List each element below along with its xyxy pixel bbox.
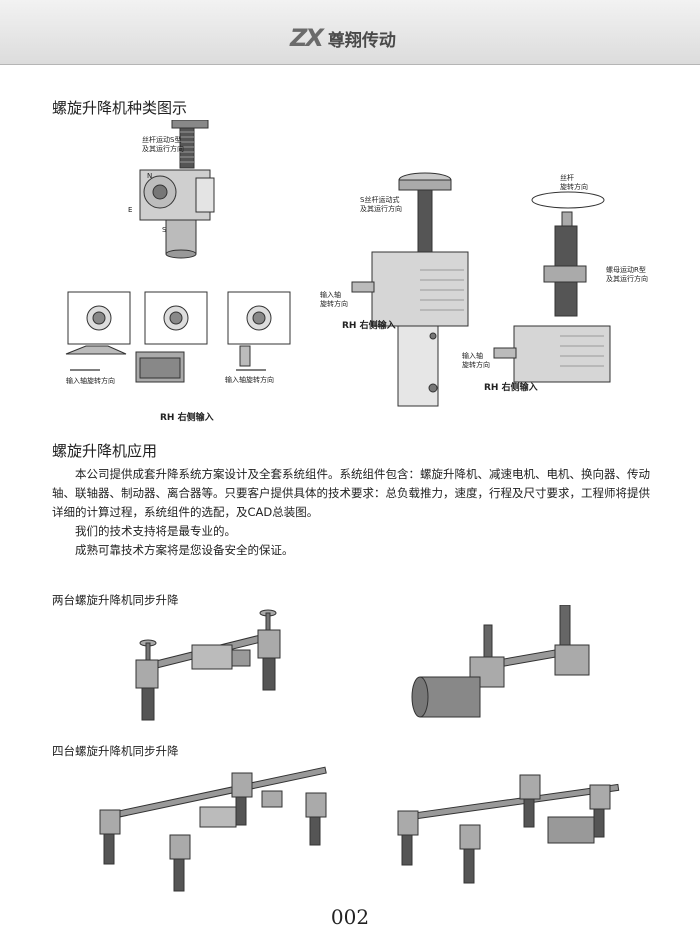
mounting-plate-views	[65, 291, 291, 383]
page-header: ZX 尊翔传动	[0, 0, 700, 65]
logo-mark: ZX	[290, 24, 324, 52]
svg-text:S: S	[162, 226, 167, 234]
page-number: 002	[330, 905, 370, 929]
middle-input-1: 输入轴	[320, 290, 341, 299]
svg-text:N: N	[147, 172, 152, 180]
jack-figure-middle	[351, 172, 469, 407]
input-rotation-label-2: 输入轴旋转方向	[225, 375, 274, 384]
middle-note-2: 及其运行方向	[360, 204, 402, 213]
right-note-side-1: 螺母运动R型	[606, 265, 646, 274]
right-note-top-2: 旋转方向	[560, 182, 588, 191]
input-rotation-label-1: 输入轴旋转方向	[66, 376, 115, 385]
middle-note-1: S丝杆运动式	[360, 195, 399, 204]
section-title-application: 螺旋升降机应用	[52, 442, 158, 460]
note-screw-type-s-1: 丝杆运动S型	[142, 135, 181, 144]
application-text: 本公司提供成套升降系统方案设计及全套系统组件。系统组件包含：螺旋升降机、减速电机…	[52, 465, 652, 560]
right-note-side-2: 及其运行方向	[606, 274, 648, 283]
rh-right-input-left: RH 右侧输入	[160, 411, 214, 423]
jack-types-diagram: 丝杆运动S型 及其运行方向 N E S 输入轴旋转方向 输入轴旋转方向 RH 右…	[65, 120, 648, 423]
brand-logo: ZX 尊翔传动	[290, 24, 396, 52]
brand-name: 尊翔传动	[327, 30, 396, 51]
jack-figure-right	[493, 191, 611, 383]
svg-text:E: E	[128, 206, 132, 214]
subhead-two-units: 两台螺旋升降机同步升降	[52, 593, 179, 607]
paragraph-safety: 成熟可靠技术方案将是您设备安全的保证。	[75, 543, 294, 557]
four-units-illustration	[99, 766, 620, 892]
paragraph-support: 我们的技术支持将是最专业的。	[75, 524, 236, 538]
paragraph-intro: 本公司提供成套升降系统方案设计及全套系统组件。系统组件包含：螺旋升降机、减速电机…	[52, 467, 650, 519]
note-screw-type-s-2: 及其运行方向	[142, 144, 184, 153]
two-units-illustration	[50, 605, 590, 725]
middle-input-2: 旋转方向	[320, 299, 348, 308]
subhead-four-units: 四台螺旋升降机同步升降	[52, 744, 179, 758]
right-input-1: 输入轴	[462, 351, 483, 360]
section-title-types: 螺旋升降机种类图示	[52, 99, 188, 117]
gearbox-top-view-figure	[139, 120, 215, 259]
rh-right-input-mid: RH 右侧输入	[342, 319, 396, 331]
rh-right-input-right: RH 右侧输入	[484, 381, 538, 393]
right-note-top-1: 丝杆	[560, 173, 574, 182]
right-input-2: 旋转方向	[462, 360, 490, 369]
